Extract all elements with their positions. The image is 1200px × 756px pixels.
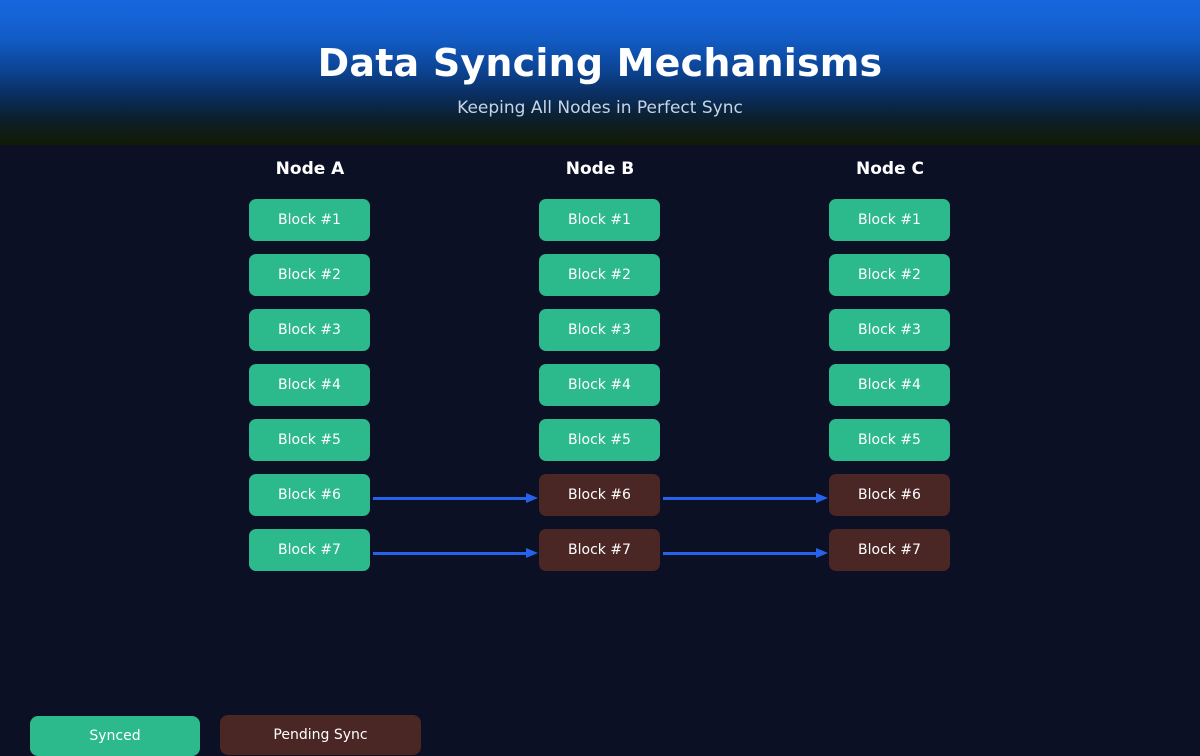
block-node-b-7[interactable]: Block #7 [539, 529, 660, 571]
block-node-b-1[interactable]: Block #1 [539, 199, 660, 241]
block-node-c-1[interactable]: Block #1 [829, 199, 950, 241]
block-node-c-6[interactable]: Block #6 [829, 474, 950, 516]
block-node-b-2[interactable]: Block #2 [539, 254, 660, 296]
block-node-a-2[interactable]: Block #2 [249, 254, 370, 296]
block-node-b-5[interactable]: Block #5 [539, 419, 660, 461]
block-node-a-4[interactable]: Block #4 [249, 364, 370, 406]
block-node-b-3[interactable]: Block #3 [539, 309, 660, 351]
header-banner: Data Syncing Mechanisms Keeping All Node… [0, 0, 1200, 145]
arrow-shaft [373, 497, 527, 500]
node-title-node-a: Node A [275, 159, 345, 179]
arrow-head-icon [816, 548, 828, 558]
block-node-c-2[interactable]: Block #2 [829, 254, 950, 296]
node-title-node-c: Node C [856, 159, 924, 179]
arrow-head-icon [816, 493, 828, 503]
arrow-shaft [663, 497, 817, 500]
block-node-a-5[interactable]: Block #5 [249, 419, 370, 461]
legend-item-synced[interactable]: Synced [30, 716, 200, 756]
arrow-a7-b7 [373, 548, 538, 559]
node-title-node-b: Node B [565, 159, 635, 179]
block-node-a-1[interactable]: Block #1 [249, 199, 370, 241]
arrow-head-icon [526, 548, 538, 558]
diagram-stage: Node A Block #1 Block #2 Block #3 Block #4 Bl… [0, 145, 1200, 756]
arrow-head-icon [526, 493, 538, 503]
arrow-b6-c6 [663, 493, 828, 504]
arrow-shaft [373, 552, 527, 555]
block-node-b-6[interactable]: Block #6 [539, 474, 660, 516]
page-title: Data Syncing Mechanisms [317, 41, 883, 85]
block-node-c-7[interactable]: Block #7 [829, 529, 950, 571]
arrow-b7-c7 [663, 548, 828, 559]
block-node-c-4[interactable]: Block #4 [829, 364, 950, 406]
arrow-shaft [663, 552, 817, 555]
legend-item-pending-sync[interactable]: Pending Sync [220, 715, 421, 755]
page-subtitle: Keeping All Nodes in Perfect Sync [457, 98, 743, 118]
block-node-a-3[interactable]: Block #3 [249, 309, 370, 351]
block-node-c-5[interactable]: Block #5 [829, 419, 950, 461]
block-node-c-3[interactable]: Block #3 [829, 309, 950, 351]
block-node-a-6[interactable]: Block #6 [249, 474, 370, 516]
arrow-a6-b6 [373, 493, 538, 504]
block-node-b-4[interactable]: Block #4 [539, 364, 660, 406]
block-node-a-7[interactable]: Block #7 [249, 529, 370, 571]
